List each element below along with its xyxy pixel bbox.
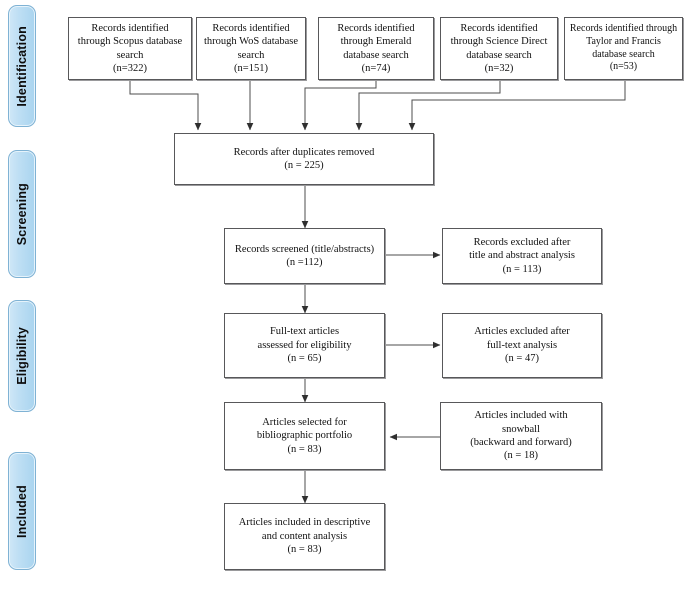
stage-label-eligibility: Eligibility [15,327,29,385]
source-box-taylor-francis: Records identified through Taylor and Fr… [564,17,683,80]
text-records-excluded: Records excluded after title and abstrac… [469,236,575,275]
source-box-scopus: Records identified through Scopus databa… [68,17,192,80]
text-snowball-included: Articles included with snowball (backwar… [470,410,572,462]
box-records-screened: Records screened (title/abstracts) (n =1… [224,228,385,284]
source-box-wos: Records identified through WoS database … [196,17,306,80]
stage-pill-screening: Screening [8,150,36,278]
connector-science-direct [355,80,501,131]
text-records-screened: Records screened (title/abstracts) (n =1… [234,243,375,268]
box-final-included: Articles included in descriptive and con… [224,503,385,570]
text-fulltext-assessed: Full-text articles assessed for eligibil… [257,326,352,365]
source-text-emerald: Records identified through Emerald datab… [337,22,415,74]
box-portfolio-selected: Articles selected for bibliographic port… [224,402,385,470]
stage-pill-identification: Identification [8,5,36,127]
text-final-included: Articles included in descriptive and con… [238,517,371,556]
box-snowball-included: Articles included with snowball (backwar… [440,402,602,470]
text-articles-excluded: Articles excluded after full-text analys… [474,326,570,365]
source-box-emerald: Records identified through Emerald datab… [318,17,434,80]
connector-scopus [129,80,202,131]
source-text-science-direct: Records identified through Science Direc… [450,22,548,74]
box-fulltext-assessed: Full-text articles assessed for eligibil… [224,313,385,378]
stage-pill-included: Included [8,452,36,570]
text-duplicates-removed: Records after duplicates removed (n = 22… [233,146,375,171]
stage-label-screening: Screening [15,182,29,246]
connector-emerald [301,80,377,131]
stage-label-identification: Identification [15,25,29,107]
stage-pill-eligibility: Eligibility [8,300,36,412]
box-records-excluded: Records excluded after title and abstrac… [442,228,602,284]
box-articles-excluded: Articles excluded after full-text analys… [442,313,602,378]
stage-label-included: Included [15,484,29,538]
source-text-scopus: Records identified through Scopus databa… [77,22,183,74]
source-text-taylor-francis: Records identified through Taylor and Fr… [569,22,678,73]
source-text-wos: Records identified through WoS database … [203,22,299,74]
box-duplicates-removed: Records after duplicates removed (n = 22… [174,133,434,185]
connector-taylor-francis [408,80,626,131]
source-box-science-direct: Records identified through Science Direc… [440,17,558,80]
text-portfolio-selected: Articles selected for bibliographic port… [256,416,353,455]
